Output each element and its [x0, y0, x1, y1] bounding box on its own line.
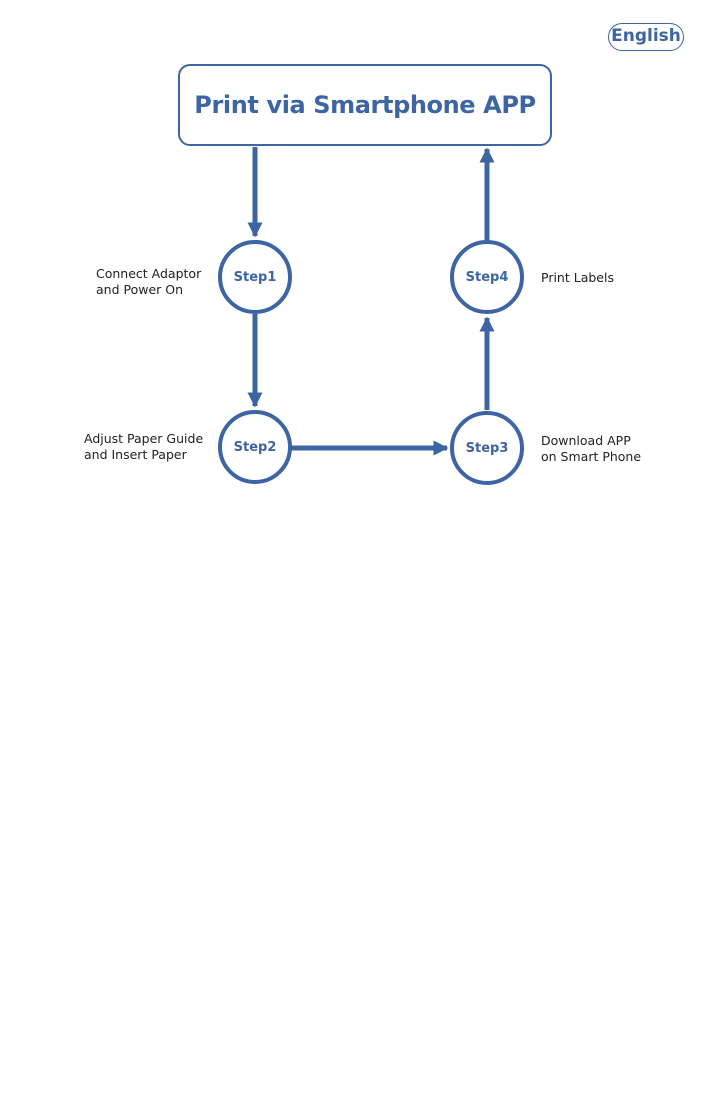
step1-desc-line2: and Power On [96, 282, 201, 298]
step3-description: Download APP on Smart Phone [541, 433, 641, 465]
step1-description: Connect Adaptor and Power On [96, 266, 201, 298]
step4-circle: Step4 [450, 240, 524, 314]
step3-circle: Step3 [450, 411, 524, 485]
step2-circle: Step2 [218, 410, 292, 484]
step3-desc-line1: Download APP [541, 433, 641, 449]
step4-description: Print Labels [541, 270, 614, 286]
step4-desc-line1: Print Labels [541, 270, 614, 286]
step2-desc-line2: and Insert Paper [84, 447, 203, 463]
step3-desc-line2: on Smart Phone [541, 449, 641, 465]
step2-description: Adjust Paper Guide and Insert Paper [84, 431, 203, 463]
step1-desc-line1: Connect Adaptor [96, 266, 201, 282]
step2-desc-line1: Adjust Paper Guide [84, 431, 203, 447]
step1-circle: Step1 [218, 240, 292, 314]
